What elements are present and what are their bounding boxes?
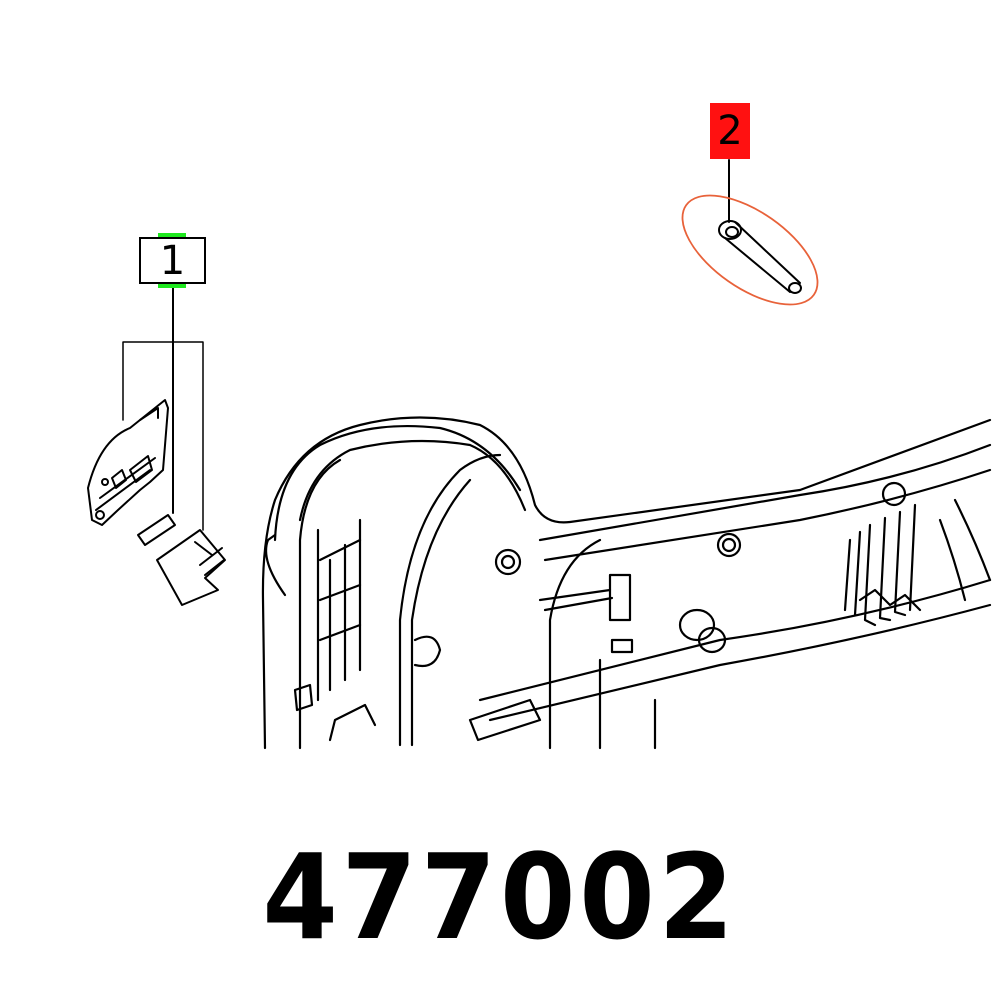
callout-2-badge[interactable]: 2 (710, 103, 750, 159)
highlight-ellipse-2 (681, 194, 819, 306)
group-bracket-1 (122, 341, 204, 531)
callout-1-badge[interactable]: 1 (159, 237, 186, 284)
pin-screw-part (681, 159, 819, 306)
latch-pin-part (137, 514, 176, 546)
latch-plate-part (87, 399, 169, 526)
callout-1-frame (139, 237, 206, 284)
tool-housing-part (261, 416, 992, 750)
latch-slider-part (156, 529, 226, 606)
part-number-label: 477002 (262, 828, 738, 966)
